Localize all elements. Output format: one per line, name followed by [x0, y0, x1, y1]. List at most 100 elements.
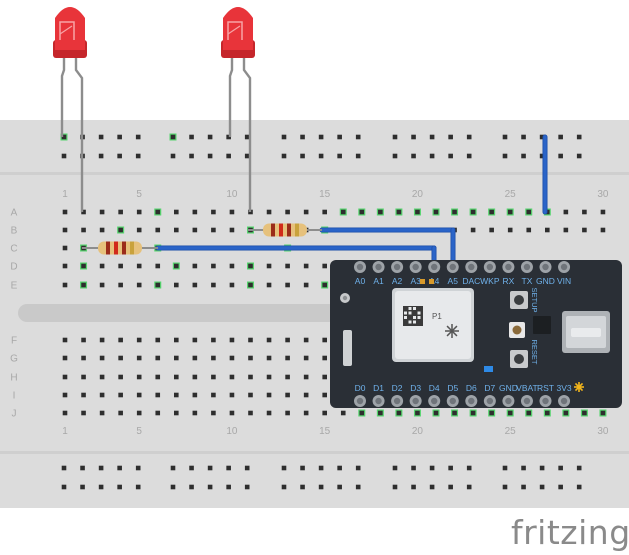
rail-hole: [392, 465, 398, 471]
pin-label-bottom: RST: [537, 383, 554, 393]
hole: [266, 337, 272, 343]
hole: [452, 410, 457, 416]
hole: [192, 227, 198, 233]
rail-hole: [355, 153, 361, 159]
hole: [99, 355, 105, 361]
hole: [266, 263, 272, 269]
rail-hole: [226, 134, 231, 140]
pin-label-top: RX: [502, 276, 514, 286]
column-number-bottom: 25: [505, 426, 517, 437]
rail-hole: [429, 134, 435, 140]
hole: [489, 410, 494, 416]
resistor-band: [295, 223, 299, 237]
hole: [378, 209, 383, 215]
rail-hole: [411, 465, 416, 471]
qr-cell: [404, 311, 407, 315]
hole: [433, 410, 439, 416]
rail-hole: [117, 134, 122, 140]
rail-hole: [300, 484, 305, 490]
d7-led: [484, 366, 493, 372]
hole: [285, 355, 290, 361]
rail-hole: [539, 153, 545, 159]
led-lead: [242, 55, 252, 212]
led-lead: [74, 55, 84, 212]
hole: [118, 392, 123, 398]
rail-hole: [117, 153, 122, 159]
rail-hole: [576, 465, 582, 471]
hole: [340, 209, 346, 215]
rail-hole: [189, 134, 194, 140]
hole: [322, 209, 327, 215]
row-letter: H: [10, 373, 17, 384]
column-number-top: 20: [412, 189, 424, 200]
hole: [340, 410, 346, 416]
hole: [248, 282, 253, 288]
rail-hole: [466, 153, 472, 159]
hole: [489, 227, 494, 233]
rail-hole: [576, 153, 582, 159]
hole: [81, 263, 86, 269]
hole: [136, 227, 142, 233]
column-number-top: 30: [597, 189, 609, 200]
header-pin-center: [356, 397, 364, 405]
hole: [192, 209, 198, 215]
hole: [211, 337, 216, 343]
hole: [174, 355, 179, 361]
hole: [62, 392, 68, 398]
rail-hole: [318, 153, 324, 159]
header-pin-center: [449, 263, 456, 271]
hole: [563, 227, 569, 233]
resistor-band: [130, 241, 134, 255]
row-letter: I: [13, 391, 16, 402]
hole: [303, 263, 309, 269]
hole: [62, 282, 68, 288]
hole: [266, 355, 272, 361]
hole: [81, 227, 86, 233]
header-pin-center: [523, 263, 531, 271]
rail-hole: [411, 484, 416, 490]
rail-hole: [226, 484, 231, 490]
hole: [211, 355, 216, 361]
hole: [136, 209, 142, 215]
hole: [99, 227, 105, 233]
rail-hole: [502, 484, 508, 490]
rail-hole: [521, 465, 526, 471]
rail-hole: [98, 134, 104, 140]
components: [53, 7, 322, 255]
hole: [62, 263, 68, 269]
hole: [470, 227, 476, 233]
rail-hole: [61, 465, 67, 471]
hole: [118, 227, 123, 233]
hole: [211, 374, 216, 380]
hole: [396, 410, 402, 416]
resistor-band: [106, 241, 110, 255]
rail-hole: [281, 153, 287, 159]
hole: [99, 392, 105, 398]
rail-hole: [189, 465, 194, 471]
hole: [62, 410, 68, 416]
smd-led: [429, 279, 434, 284]
column-number-bottom: 5: [136, 426, 142, 437]
rail-hole: [429, 153, 435, 159]
rail-hole: [448, 134, 453, 140]
pin-label-bottom: D6: [466, 383, 477, 393]
smd-led: [420, 279, 425, 284]
rail-hole: [207, 465, 213, 471]
rail-hole: [80, 465, 85, 471]
pin-label-top: A1: [373, 276, 384, 286]
hole: [174, 209, 179, 215]
rail-hole: [521, 153, 526, 159]
hole: [81, 392, 86, 398]
usb-slot: [571, 328, 601, 337]
column-number-top: 1: [62, 189, 68, 200]
rail-hole: [300, 465, 305, 471]
hole: [248, 337, 253, 343]
hole: [155, 392, 161, 398]
rail-hole: [355, 134, 361, 140]
rail-hole: [558, 153, 563, 159]
led-lead: [228, 55, 234, 137]
rail-hole: [355, 465, 361, 471]
column-number-top: 5: [136, 189, 142, 200]
rail-hole: [244, 484, 250, 490]
